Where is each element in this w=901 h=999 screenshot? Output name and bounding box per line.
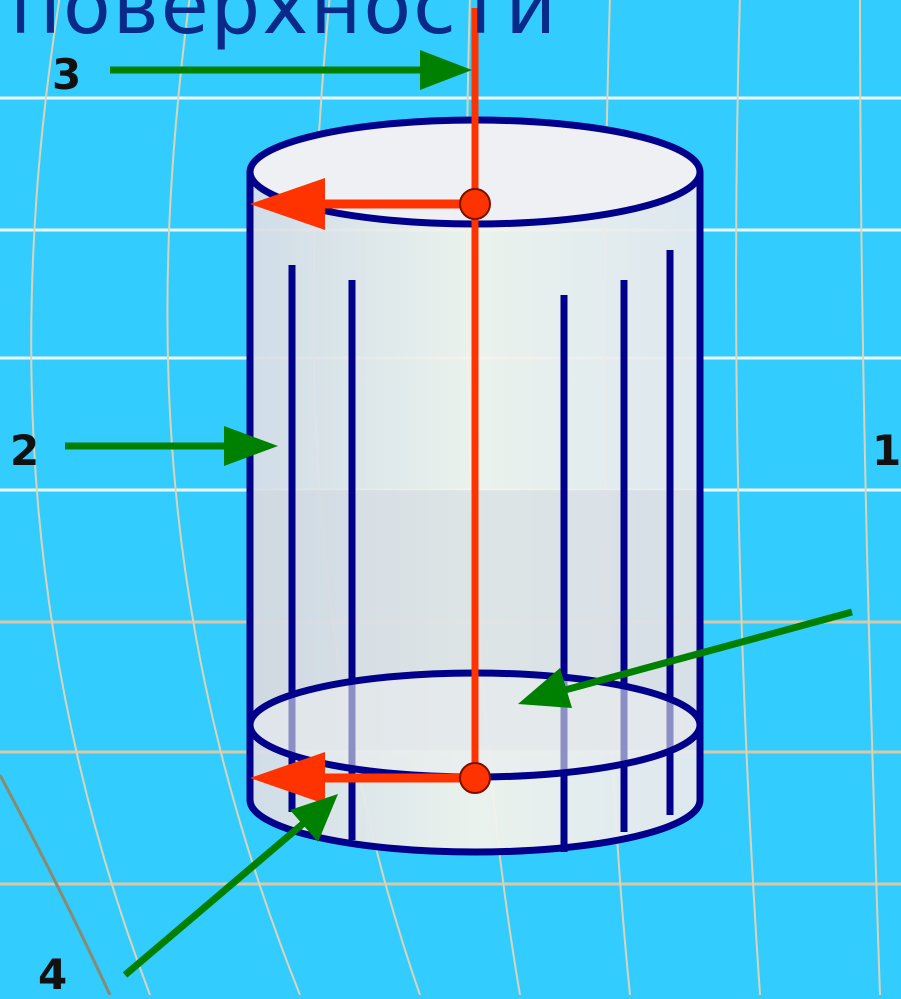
label-4: 4	[38, 950, 68, 999]
cylinder-bottom-rim	[246, 799, 704, 856]
label-1: 1	[872, 426, 901, 475]
label-3: 3	[52, 50, 82, 99]
pointer-arrows	[65, 50, 853, 978]
arrow-2-head	[224, 426, 278, 466]
arrow-4-head	[290, 794, 338, 842]
curve-line	[166, 0, 301, 995]
curve-line	[0, 774, 112, 995]
curve-line	[30, 0, 151, 995]
label-2: 2	[10, 426, 40, 475]
bottom-radius-arrowhead	[250, 752, 325, 804]
bottom-center-point	[459, 762, 491, 794]
top-radius-arrowhead	[250, 178, 325, 230]
arrow-1-head	[518, 668, 572, 708]
arrow-3-head	[420, 50, 472, 90]
arrow-4-shaft	[122, 819, 308, 978]
arrow-1-shaft	[564, 608, 853, 694]
curve-line	[859, 0, 881, 995]
axis	[250, 8, 491, 804]
page-title: поверхности	[10, 0, 559, 52]
curve-line	[735, 0, 761, 995]
top-center-point	[459, 188, 491, 220]
